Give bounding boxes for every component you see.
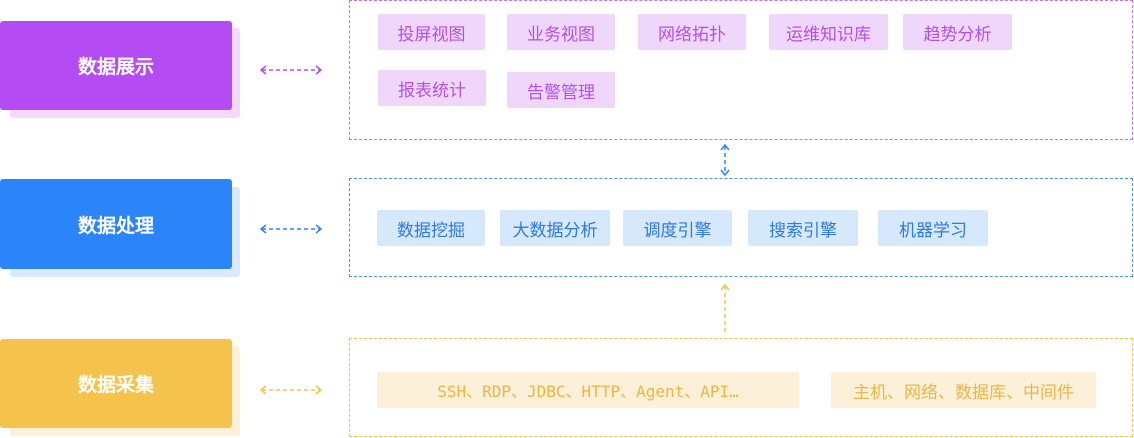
tag-network-topology[interactable]: 网络拓扑 — [638, 14, 746, 50]
display-panel: 投屏视图 业务视图 网络拓扑 运维知识库 趋势分析 报表统计 告警管理 — [349, 0, 1133, 140]
tag-business-view[interactable]: 业务视图 — [507, 14, 615, 50]
display-double-arrow — [259, 65, 323, 75]
tag-big-data-analysis[interactable]: 大数据分析 — [500, 210, 610, 246]
tag-target-types[interactable]: 主机、网络、数据库、中间件 — [831, 372, 1096, 408]
tag-protocols[interactable]: SSH、RDP、JDBC、HTTP、Agent、API… — [377, 372, 799, 408]
tag-scheduling-engine[interactable]: 调度引擎 — [623, 210, 732, 246]
tag-alarm-management[interactable]: 告警管理 — [507, 72, 615, 108]
tag-report-statistics[interactable]: 报表统计 — [378, 70, 486, 106]
processing-panel: 数据挖掘 大数据分析 调度引擎 搜索引擎 机器学习 — [349, 178, 1133, 277]
processing-double-arrow — [259, 224, 323, 234]
collection-double-arrow — [259, 385, 323, 395]
tag-machine-learning[interactable]: 机器学习 — [878, 210, 988, 246]
tag-screen-view[interactable]: 投屏视图 — [378, 14, 485, 50]
tag-ops-knowledge-base[interactable]: 运维知识库 — [769, 14, 888, 50]
collection-layer-box[interactable]: 数据采集 — [0, 339, 232, 428]
display-processing-connector — [720, 143, 730, 177]
collection-layer-label: 数据采集 — [77, 374, 154, 396]
tag-search-engine[interactable]: 搜索引擎 — [748, 210, 858, 246]
processing-layer-label: 数据处理 — [77, 214, 154, 237]
display-layer-label: 数据展示 — [77, 56, 154, 78]
tag-trend-analysis[interactable]: 趋势分析 — [903, 14, 1012, 50]
display-layer-box[interactable]: 数据展示 — [0, 21, 232, 110]
tag-data-mining[interactable]: 数据挖掘 — [377, 210, 485, 246]
collection-processing-connector — [720, 283, 730, 332]
processing-layer-box[interactable]: 数据处理 — [0, 179, 232, 269]
collection-panel: SSH、RDP、JDBC、HTTP、Agent、API… 主机、网络、数据库、中… — [349, 338, 1133, 437]
